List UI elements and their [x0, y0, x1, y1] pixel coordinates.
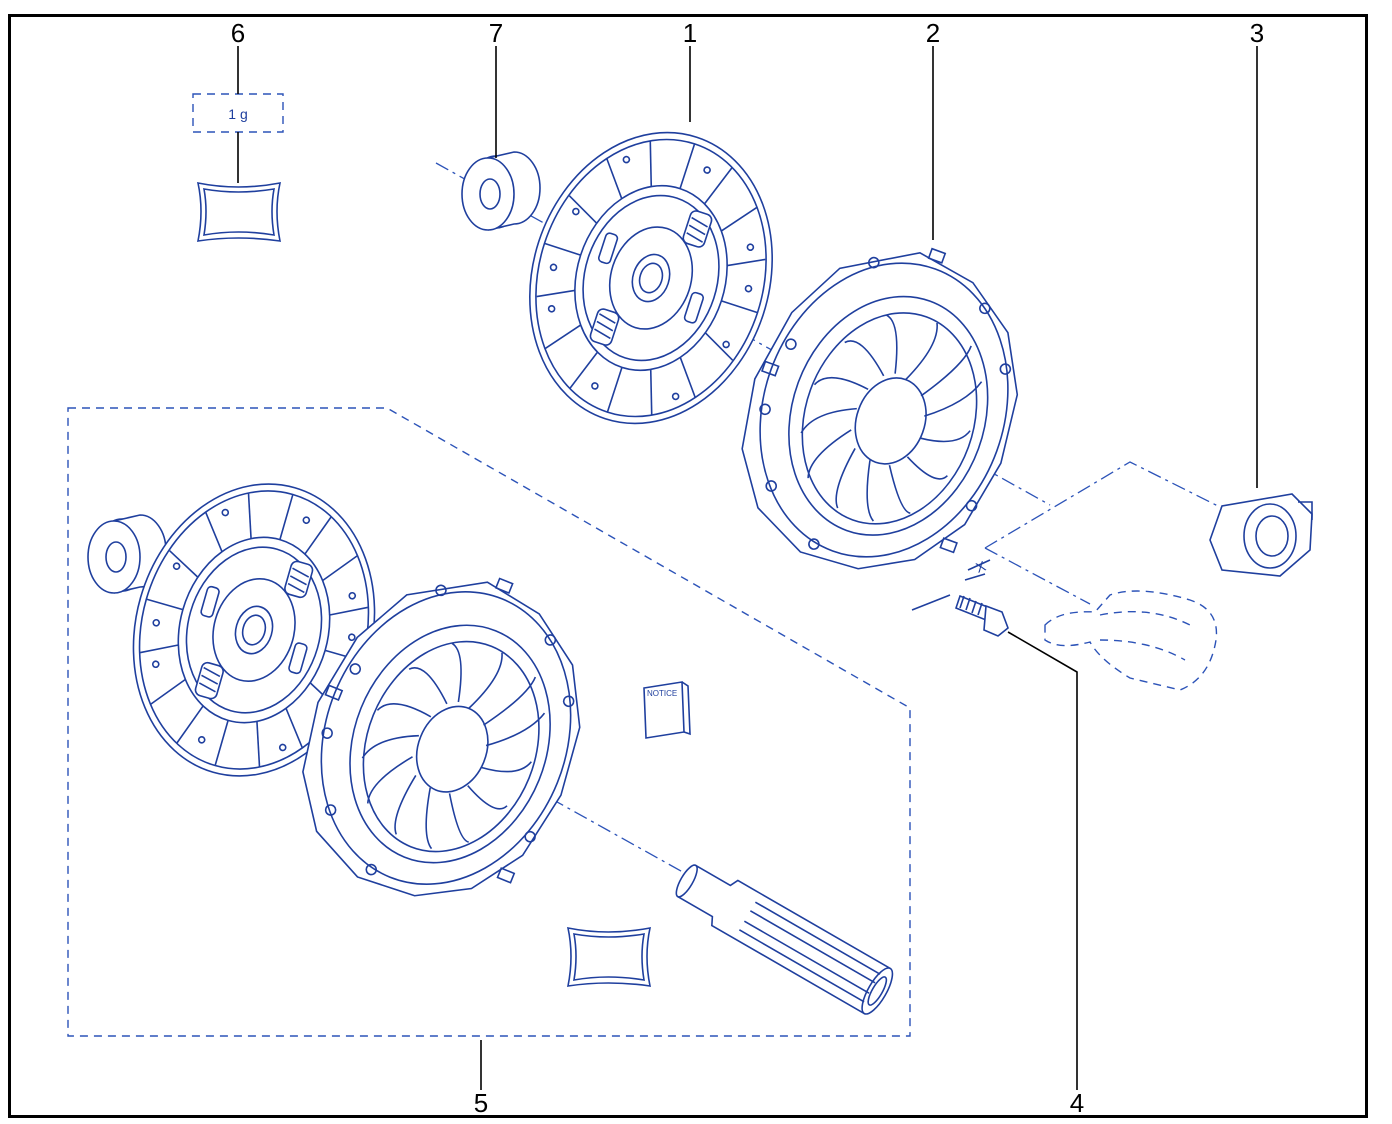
callout-6: 6	[231, 18, 245, 48]
pilot-bearing-7	[461, 151, 541, 231]
kit-grease-sachet	[567, 927, 651, 987]
fork-guide-line	[984, 547, 1091, 605]
grease-quantity-label: 1 g	[228, 106, 247, 122]
leader-4	[1007, 631, 1078, 1090]
release-bearing-guide-line	[984, 461, 1231, 549]
bolt-4	[955, 594, 1009, 637]
notice-booklet: NOTICE	[643, 681, 691, 739]
grease-sachet-6	[197, 182, 281, 242]
bolt-length-dimension: X	[911, 557, 991, 611]
release-bearing-3	[1209, 493, 1313, 577]
callout-1: 1	[683, 18, 697, 48]
notice-label: NOTICE	[647, 689, 677, 698]
release-fork-outline	[1044, 590, 1218, 691]
callout-5: 5	[474, 1088, 488, 1118]
callout-7: 7	[489, 18, 503, 48]
callout-3: 3	[1250, 18, 1264, 48]
callout-2: 2	[926, 18, 940, 48]
dimension-x-label: X	[974, 557, 989, 575]
clutch-kit-boundary-5	[67, 407, 911, 1037]
callout-4: 4	[1070, 1088, 1084, 1118]
kit-alignment-tool	[675, 864, 894, 1015]
